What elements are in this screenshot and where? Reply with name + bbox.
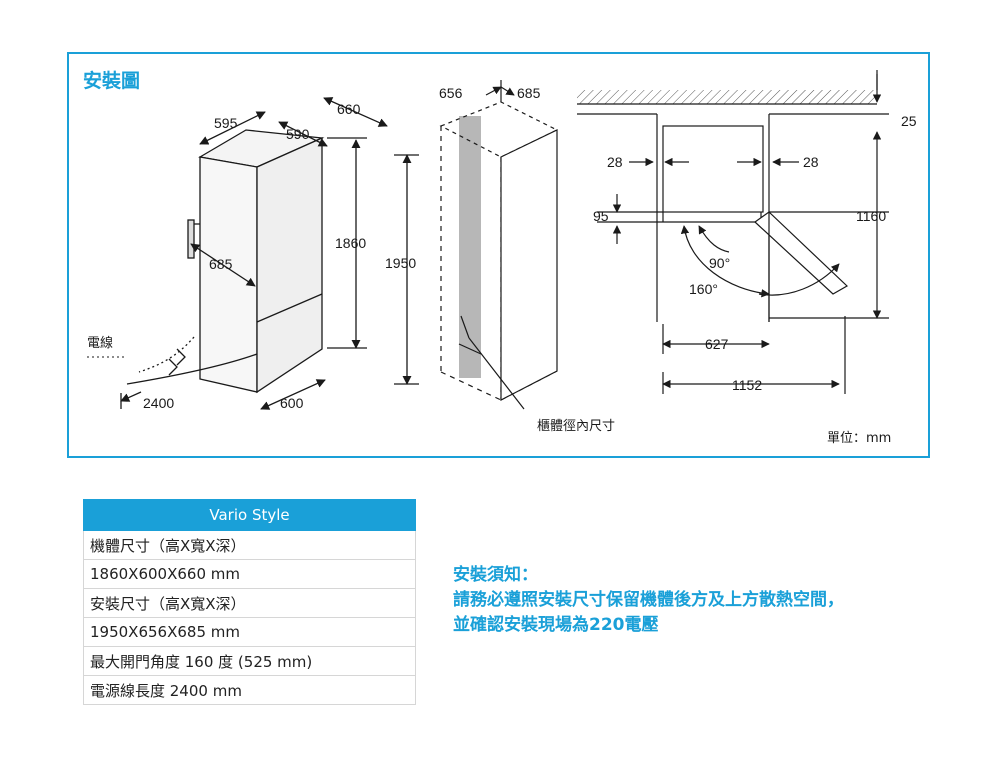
spec-cell: 電源線長度 2400 mm: [83, 675, 416, 705]
dim-95: 95: [593, 208, 609, 224]
plan-view-drawing: [577, 70, 889, 394]
dim-590: 590: [286, 126, 310, 142]
table-row: 最大開門角度 160 度 (525 mm): [83, 646, 416, 676]
diagram-title: 安裝圖: [83, 69, 140, 92]
dim-1860: 1860: [335, 235, 366, 251]
table-row: 1860X600X660 mm: [83, 559, 416, 589]
dim-685-top: 685: [517, 85, 541, 101]
dim-595: 595: [214, 115, 238, 131]
unit-label: 單位：mm: [827, 431, 891, 446]
spec-cell: 機體尺寸（高X寬X深）: [83, 530, 416, 560]
spec-table: Vario Style 機體尺寸（高X寬X深） 1860X600X660 mm …: [83, 499, 416, 705]
dim-660: 660: [337, 101, 361, 117]
cable-label: 電線: [87, 335, 113, 351]
table-row: 電源線長度 2400 mm: [83, 675, 416, 705]
dim-2400: 2400: [143, 395, 174, 411]
dim-1160: 1160: [856, 208, 886, 224]
table-row: 1950X656X685 mm: [83, 617, 416, 647]
table-row: 安裝尺寸（高X寬X深）: [83, 588, 416, 618]
angle-90: 90°: [709, 255, 730, 271]
angle-160: 160°: [689, 281, 718, 297]
cabinet-drawing: [439, 80, 559, 410]
cabinet-inner-label: 櫃體徑內尺寸: [537, 419, 615, 434]
dim-656: 656: [439, 85, 463, 101]
spec-table-header: Vario Style: [83, 499, 416, 531]
dim-1152: 1152: [732, 377, 762, 393]
spec-table-header-row: Vario Style: [83, 499, 416, 531]
install-diagram-panel: 安裝圖: [67, 52, 930, 458]
dim-600: 600: [280, 395, 304, 411]
install-notice: 安裝須知： 請務必遵照安裝尺寸保留機體後方及上方散熱空間， 並確認安裝現場為22…: [453, 563, 973, 638]
notice-title: 安裝須知：: [453, 565, 538, 585]
dim-28-right: 28: [803, 154, 819, 170]
spec-cell: 最大開門角度 160 度 (525 mm): [83, 646, 416, 676]
dim-627: 627: [705, 336, 729, 352]
dim-25: 25: [901, 113, 917, 129]
install-diagram: 安裝圖: [83, 69, 917, 446]
notice-line-2: 並確認安裝現場為220電壓: [453, 615, 659, 635]
dim-1950: 1950: [385, 255, 416, 271]
dim-685-side: 685: [209, 256, 233, 272]
dim-28-left: 28: [607, 154, 623, 170]
fridge-drawing: [120, 97, 419, 410]
spec-cell: 1860X600X660 mm: [83, 559, 416, 589]
table-row: 機體尺寸（高X寬X深）: [83, 530, 416, 560]
notice-line-1: 請務必遵照安裝尺寸保留機體後方及上方散熱空間，: [453, 590, 844, 610]
spec-cell: 安裝尺寸（高X寬X深）: [83, 588, 416, 618]
spec-cell: 1950X656X685 mm: [83, 617, 416, 647]
